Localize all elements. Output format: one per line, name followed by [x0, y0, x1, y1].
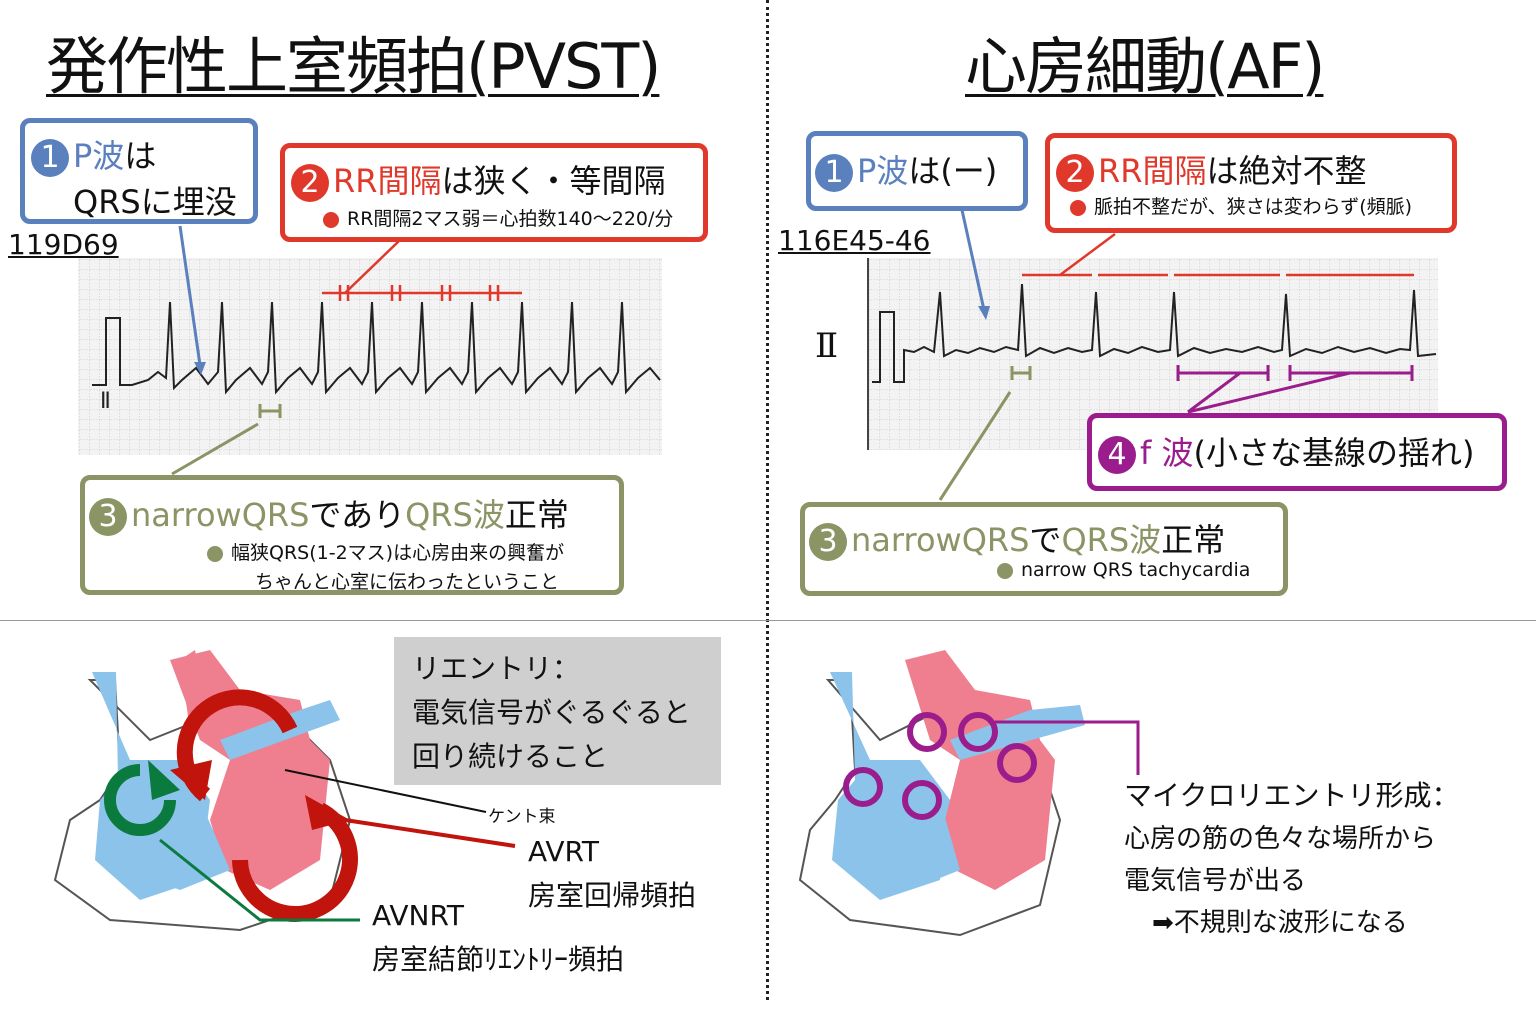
- af-ecg-trace: [872, 283, 1437, 383]
- pvst-title: 発作性上室頻拍(PVST): [46, 30, 661, 103]
- p-wave-label: P波: [857, 152, 909, 190]
- f-wave-label: f 波: [1140, 434, 1194, 472]
- af-reference: 116E45-46: [778, 224, 931, 257]
- step-4-badge: 4: [1098, 436, 1136, 474]
- f-wave-text: (小さな基線の揺れ): [1193, 434, 1475, 472]
- bullet-icon: [1070, 199, 1086, 216]
- narrow-qrs-label: narrowQRS: [851, 521, 1030, 559]
- rr-interval-arrows: [322, 239, 522, 301]
- step-2-badge: 2: [291, 164, 329, 202]
- step-1-badge: 1: [31, 139, 69, 177]
- pvst-reference: 119D69: [8, 228, 119, 261]
- avrt-name: 房室回帰頻拍: [528, 879, 697, 912]
- micro-line-2: 心房の筋の色々な場所から: [1124, 824, 1437, 854]
- p-wave-text: は: [124, 137, 157, 175]
- narrow-qrs-label: narrowQRS: [131, 496, 310, 534]
- bullet-icon: [207, 545, 223, 562]
- step-2-badge: 2: [1056, 154, 1094, 192]
- pvst-ecg-trace: [92, 301, 661, 395]
- rr-note: RR間隔2マス弱＝心拍数140〜220/分: [347, 208, 674, 230]
- bullet-icon: [997, 562, 1013, 579]
- qrs-wave-label: QRS波: [405, 496, 505, 534]
- p-wave-label: P波: [73, 137, 125, 175]
- kent-bundle-label: ケント束: [488, 807, 556, 827]
- p-wave-note: QRSに埋没: [73, 183, 237, 221]
- qrs-text: で: [1029, 521, 1062, 559]
- qrs-text: であり: [309, 496, 406, 534]
- avrt-abbr: AVRT: [528, 835, 600, 868]
- avnrt-abbr: AVNRT: [372, 899, 464, 932]
- af-heart-illustration: [798, 650, 1085, 937]
- rr-text: は絶対不整: [1206, 152, 1367, 190]
- reentry-line-2: 電気信号がぐるぐると: [412, 696, 691, 729]
- step-3-badge: 3: [89, 498, 127, 536]
- qrs-note-2: ちゃんと心室に伝わったということ: [255, 571, 560, 593]
- rr-text: は狭く・等間隔: [441, 162, 666, 200]
- svg-text:Ⅱ: Ⅱ: [100, 389, 111, 414]
- lead-ii-label: Ⅱ: [815, 326, 839, 366]
- p-wave-text: は(ー): [908, 152, 998, 190]
- vertical-divider: [766, 0, 769, 1000]
- bullet-icon: [323, 211, 339, 228]
- qrs-note-1: 幅狭QRS(1-2マス)は心房由来の興奮が: [231, 542, 565, 564]
- step-1-badge: 1: [815, 154, 853, 192]
- micro-reentry-circles: [843, 712, 1037, 820]
- micro-line-3: 電気信号が出る: [1124, 866, 1307, 896]
- micro-line-4: ➡不規則な波形になる: [1152, 908, 1408, 938]
- reentry-line-3: 回り続けること: [412, 740, 609, 773]
- af-title: 心房細動(AF): [965, 30, 1325, 103]
- rr-label: RR間隔: [333, 162, 442, 200]
- qrs-wave-label: QRS波: [1061, 521, 1162, 559]
- qrs-note: narrow QRS tachycardia: [1021, 559, 1251, 581]
- step-3-badge: 3: [809, 523, 847, 561]
- micro-reentry-text: マイクロリエントリ形成： 心房の筋の色々な場所から 電気信号が出る ➡不規則な波…: [1124, 774, 1459, 944]
- reentry-title: リエントリ：: [412, 652, 581, 685]
- qrs-normal-text: 正常: [1161, 521, 1226, 559]
- reentry-definition-box: リエントリ： 電気信号がぐるぐると 回り続けること: [394, 637, 721, 785]
- rr-note: 脈拍不整だが、狭さは変わらず(頻脈): [1094, 196, 1413, 218]
- horizontal-divider: [0, 620, 1536, 621]
- pvst-heart-illustration: [53, 650, 516, 932]
- rr-label: RR間隔: [1098, 152, 1207, 190]
- micro-reentry-title: マイクロリエントリ形成：: [1124, 779, 1460, 812]
- avnrt-name: 房室結節ﾘｴﾝﾄﾘｰ頻拍: [372, 943, 625, 976]
- qrs-normal-text: 正常: [504, 496, 569, 534]
